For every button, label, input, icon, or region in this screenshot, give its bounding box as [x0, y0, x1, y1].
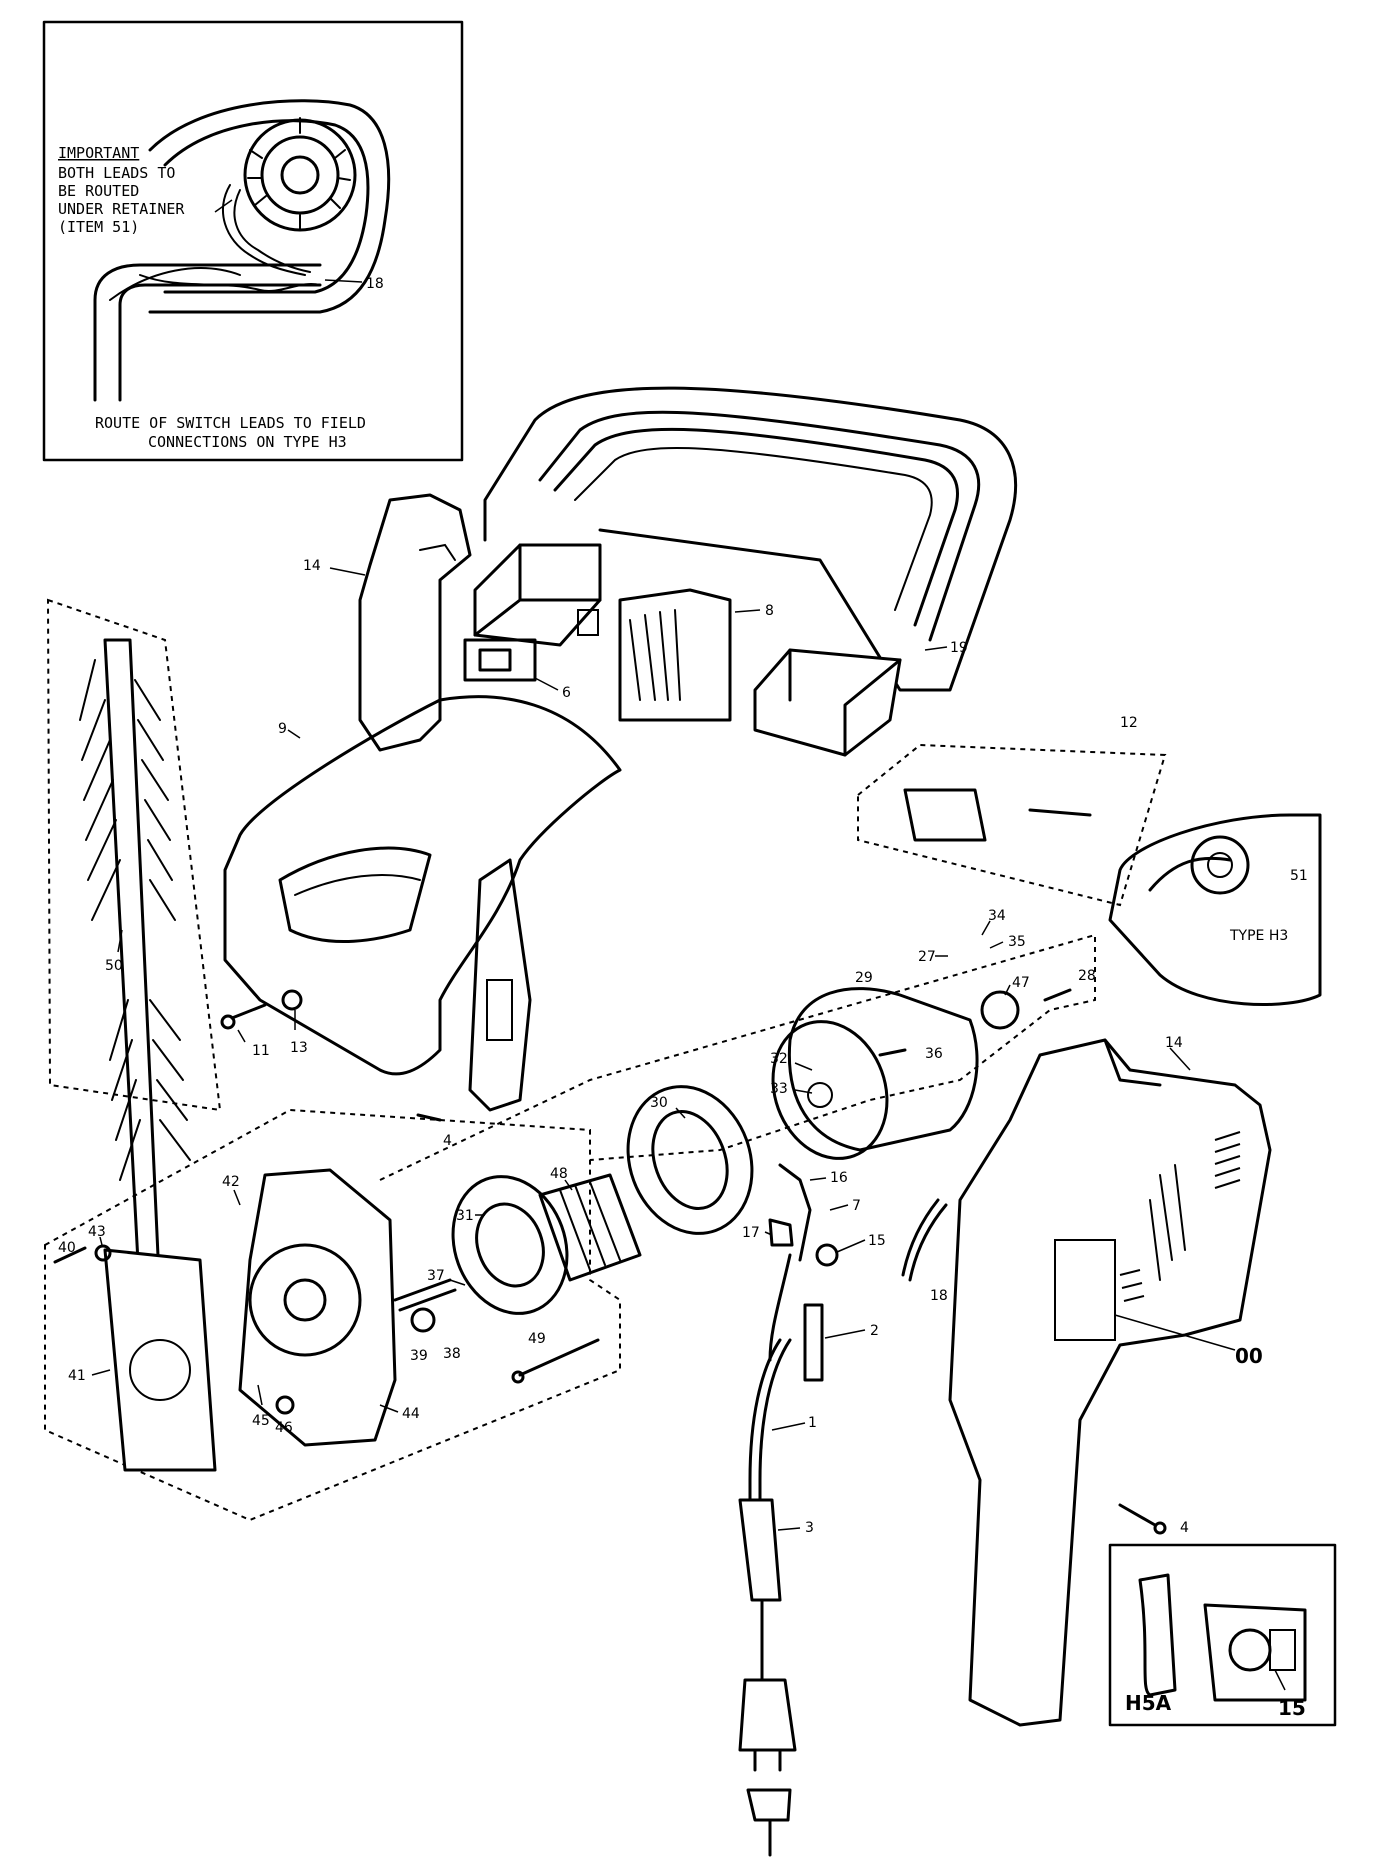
label-18: 18 — [930, 1288, 948, 1304]
label-28: 28 — [1078, 968, 1096, 984]
label-45: 45 — [252, 1413, 270, 1429]
label-39: 39 — [410, 1348, 428, 1364]
inset-part-ref-18: 18 — [366, 276, 384, 292]
cable-assembly — [738, 1163, 948, 1857]
label-41: 41 — [68, 1368, 86, 1384]
important-line-1: BOTH LEADS TO — [58, 164, 175, 182]
label-12: 12 — [1120, 715, 1138, 731]
label-9: 9 — [278, 721, 287, 737]
housing-half-right — [857, 743, 1272, 1727]
label-19: 19 — [950, 640, 968, 656]
label-4-mid: 4 — [443, 1133, 452, 1149]
label-17: 17 — [742, 1225, 760, 1241]
label-8: 8 — [765, 603, 774, 619]
important-line-4: (ITEM 51) — [58, 218, 139, 236]
label-38: 38 — [443, 1346, 461, 1362]
label-4-right: 4 — [1180, 1520, 1189, 1536]
label-15: 15 — [868, 1233, 886, 1249]
label-47: 47 — [1012, 975, 1030, 991]
label-37: 37 — [427, 1268, 445, 1284]
label-40: 40 — [58, 1240, 76, 1256]
label-44: 44 — [402, 1406, 420, 1422]
label-00: 00 — [1235, 1344, 1263, 1368]
label-7: 7 — [852, 1198, 861, 1214]
label-32: 32 — [770, 1051, 788, 1067]
housing-half-left — [358, 493, 537, 752]
part-labels: 14 8 19 6 9 12 50 11 13 4 34 35 27 47 28… — [53, 558, 1263, 1536]
label-43: 43 — [88, 1224, 106, 1240]
label-48: 48 — [550, 1166, 568, 1182]
inset-caption-line-2: CONNECTIONS ON TYPE H3 — [148, 433, 347, 451]
h3-part-ref-51: 51 — [1290, 868, 1308, 884]
switch-lead-routing-inset: IMPORTANT BOTH LEADS TO BE ROUTED UNDER … — [42, 20, 464, 462]
field-and-armature — [393, 987, 1020, 1315]
h3-type-label: TYPE H3 — [1229, 928, 1288, 944]
label-50: 50 — [105, 958, 123, 974]
label-30: 30 — [650, 1095, 668, 1111]
type-h5a-inset: H5A 15 — [1108, 1543, 1337, 1727]
h5a-variant-label: H5A — [1125, 1691, 1172, 1715]
label-34: 34 — [988, 908, 1006, 924]
label-11: 11 — [252, 1043, 270, 1059]
label-29: 29 — [855, 970, 873, 986]
important-line-2: BE ROUTED — [58, 182, 139, 200]
label-27: 27 — [918, 949, 936, 965]
label-14-right: 14 — [1165, 1035, 1183, 1051]
label-1: 1 — [808, 1415, 817, 1431]
label-42: 42 — [222, 1174, 240, 1190]
label-16: 16 — [830, 1170, 848, 1186]
label-13: 13 — [290, 1040, 308, 1056]
gear-cover — [223, 695, 622, 1112]
label-2: 2 — [870, 1323, 879, 1339]
label-3: 3 — [805, 1520, 814, 1536]
label-36: 36 — [925, 1046, 943, 1062]
important-line-3: UNDER RETAINER — [58, 200, 185, 218]
label-14-top: 14 — [303, 558, 321, 574]
label-6: 6 — [562, 685, 571, 701]
label-49: 49 — [528, 1331, 546, 1347]
type-h3-inset: 51 TYPE H3 — [1108, 813, 1322, 1006]
label-31: 31 — [456, 1208, 474, 1224]
label-35: 35 — [1008, 934, 1026, 950]
label-33: 33 — [770, 1081, 788, 1097]
inset-caption-line-1: ROUTE OF SWITCH LEADS TO FIELD — [95, 414, 366, 432]
gearbox — [103, 1168, 397, 1472]
label-46: 46 — [275, 1420, 293, 1436]
important-heading: IMPORTANT — [58, 144, 139, 162]
bow-handle — [473, 386, 1018, 757]
h5a-part-ref-15: 15 — [1278, 1696, 1306, 1720]
